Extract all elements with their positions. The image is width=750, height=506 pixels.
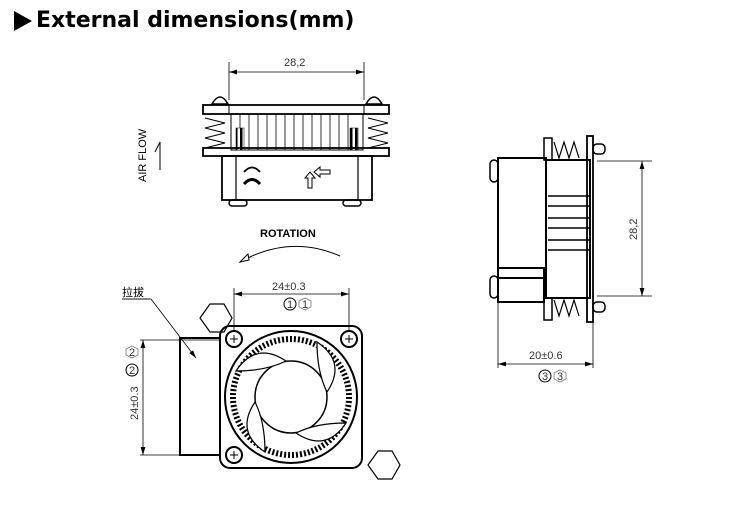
rotation-label: ROTATION <box>260 228 316 240</box>
rotation-arrow-icon <box>238 252 250 263</box>
bottom-view <box>122 288 401 480</box>
rotation-arc <box>239 245 341 263</box>
side-height-dimension: 28,2 <box>628 219 640 240</box>
bottom-height-dimension: 24±0.3 <box>129 386 141 420</box>
front-view <box>202 62 390 207</box>
triangle-right-icon <box>14 10 32 31</box>
page-title: External dimensions(mm) <box>14 8 354 33</box>
svg-text:3: 3 <box>557 371 563 383</box>
svg-text:3: 3 <box>542 371 548 383</box>
airflow-label: AIR FLOW <box>137 128 149 182</box>
page-title-text: External dimensions(mm) <box>36 8 355 33</box>
airflow-arrow-icon <box>154 141 161 170</box>
svg-text:1: 1 <box>287 299 293 311</box>
svg-text:1: 1 <box>302 299 308 311</box>
side-depth-dimension: 20±0.6 <box>529 350 563 362</box>
svg-text:2: 2 <box>129 365 135 377</box>
callout-3: 3 3 <box>538 369 567 383</box>
bottom-width-dimension: 24±0.3 <box>272 281 306 293</box>
svg-text:2: 2 <box>129 347 135 359</box>
pull-tab-label: 拉拔 <box>122 285 144 299</box>
side-view <box>489 135 652 368</box>
callout-1: 1 1 <box>283 297 312 311</box>
front-width-dimension: 28,2 <box>284 57 305 69</box>
callout-2: 2 2 <box>125 345 139 377</box>
